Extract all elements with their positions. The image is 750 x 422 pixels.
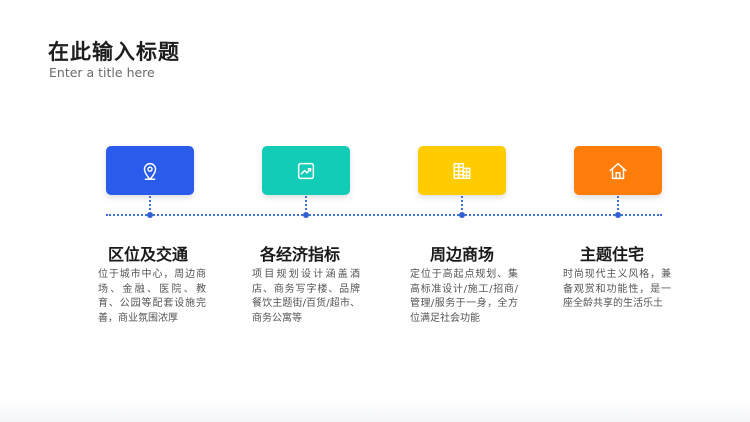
timeline-line xyxy=(106,214,662,216)
item-description-1: 位于城市中心，周边商场、金融、医院、教育、公园等配套设施完善，商业氛围浓厚 xyxy=(98,269,206,324)
card-location xyxy=(106,146,194,195)
item-description-3: 定位于高起点规划、集高标准设计/施工/招商/管理/服务于一身，全方位满足社会功能 xyxy=(410,269,518,324)
card-mall xyxy=(418,146,506,195)
timeline-dot-1 xyxy=(147,212,153,218)
building-grid-icon xyxy=(453,162,471,179)
page-title: 在此输入标题 xyxy=(48,40,180,64)
item-heading-2: 各经济指标 xyxy=(260,245,341,264)
location-pin-icon xyxy=(143,162,157,180)
timeline-dot-4 xyxy=(615,212,621,218)
item-description-4: 时尚现代主义风格，兼备观赏和功能性，是一座全龄共享的生活乐土 xyxy=(563,269,671,309)
timeline-stem-4 xyxy=(617,196,619,210)
home-icon xyxy=(609,162,627,179)
item-heading-3: 周边商场 xyxy=(430,245,495,264)
timeline-dot-2 xyxy=(303,212,309,218)
timeline-stem-3 xyxy=(461,196,463,210)
card-economy xyxy=(262,146,350,195)
card-residence xyxy=(574,146,662,195)
item-heading-1: 区位及交通 xyxy=(108,245,189,264)
item-description-2: 项目规划设计涵盖酒店、商务写字楼、品牌餐饮主题街/百货/超市、商务公寓等 xyxy=(252,269,360,324)
timeline-dot-3 xyxy=(459,212,465,218)
trend-chart-icon xyxy=(297,162,315,179)
timeline-stem-1 xyxy=(149,196,151,210)
page-subtitle: Enter a title here xyxy=(49,65,155,80)
item-heading-4: 主题住宅 xyxy=(580,245,645,264)
bottom-band xyxy=(0,400,750,422)
timeline-stem-2 xyxy=(305,196,307,210)
